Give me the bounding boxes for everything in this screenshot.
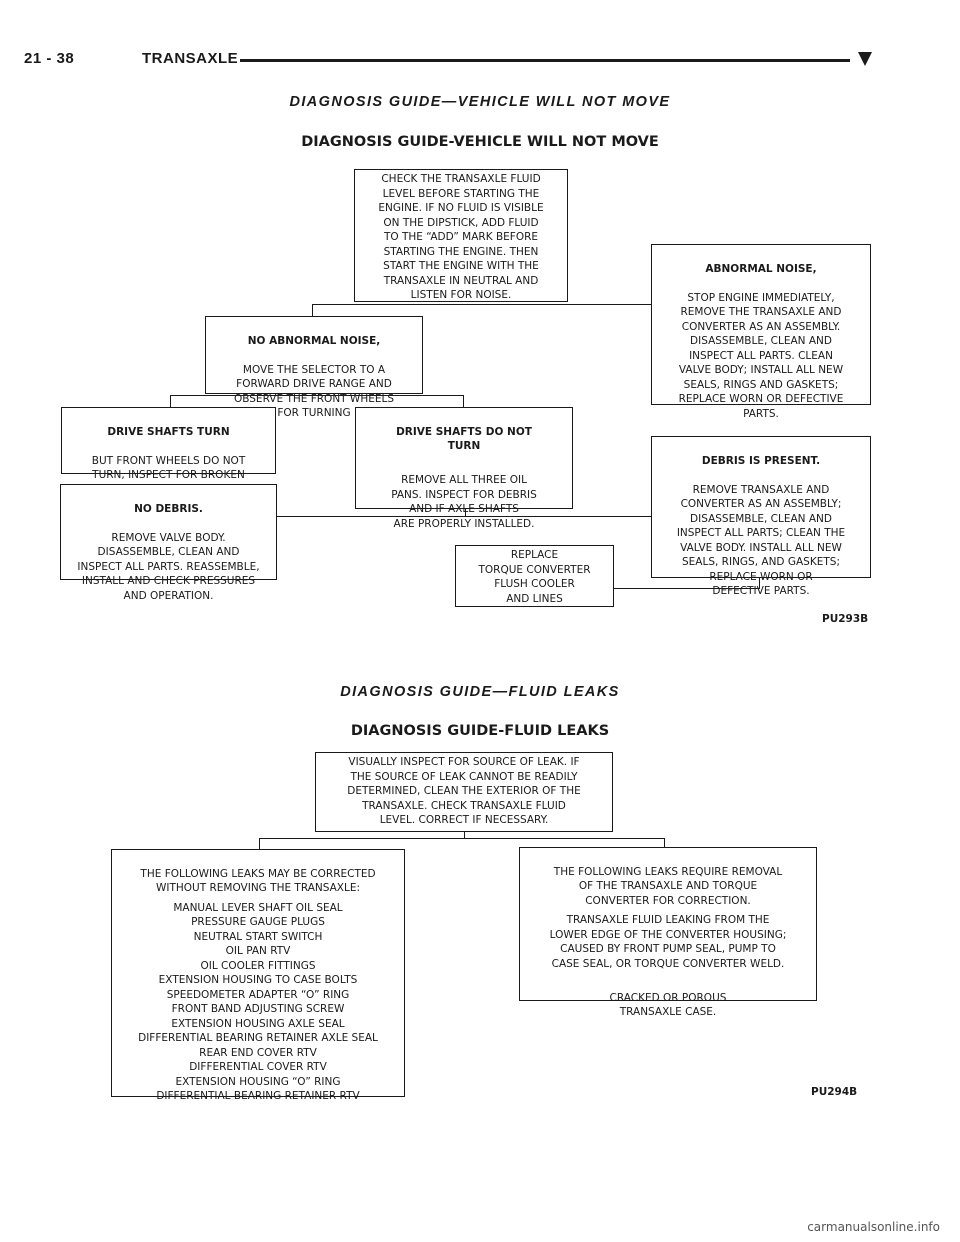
figure2-id: PU294B (811, 1086, 858, 1098)
figure1-id: PU293B (822, 613, 869, 625)
abnormal-noise-box: ABNORMAL NOISE, STOP ENGINE IMMEDIATELY,… (651, 244, 871, 420)
page-number: 21 - 38 (24, 50, 75, 67)
no-debris-text: REMOVE VALVE BODY. DISASSEMBLE, CLEAN AN… (77, 531, 260, 602)
connector (276, 516, 652, 517)
connector (170, 395, 171, 407)
abnormal-noise-heading: ABNORMAL NOISE, (705, 262, 817, 275)
connector (614, 588, 760, 589)
leaks-corrected-list: MANUAL LEVER SHAFT OIL SEAL PRESSURE GAU… (138, 901, 378, 1103)
down-triangle-icon (858, 52, 872, 66)
section-title: TRANSAXLE (142, 50, 239, 67)
figure2-caption: DIAGNOSIS GUIDE—FLUID LEAKS (340, 684, 620, 700)
no-debris-box: NO DEBRIS. REMOVE VALVE BODY. DISASSEMBL… (60, 484, 277, 602)
drive-shafts-not-turn-text: REMOVE ALL THREE OIL PANS. INSPECT FOR D… (391, 474, 537, 530)
visual-inspect-box: VISUALLY INSPECT FOR SOURCE OF LEAK. IF … (315, 752, 613, 832)
connector (312, 304, 313, 316)
debris-present-text: REMOVE TRANSAXLE AND CONVERTER AS AN ASS… (676, 483, 846, 598)
drive-shafts-turn-heading: DRIVE SHAFTS TURN (107, 425, 230, 438)
leaks-removal-intro: THE FOLLOWING LEAKS REQUIRE REMOVAL OF T… (553, 865, 783, 907)
drive-shafts-turn-box: DRIVE SHAFTS TURN BUT FRONT WHEELS DO NO… (61, 407, 276, 496)
connector (464, 831, 465, 838)
leaks-corrected-intro: THE FOLLOWING LEAKS MAY BE CORRECTED WIT… (140, 867, 376, 895)
no-debris-heading: NO DEBRIS. (134, 502, 203, 515)
figure2-title: DIAGNOSIS GUIDE-FLUID LEAKS (350, 723, 610, 739)
header-rule (240, 59, 850, 62)
connector (170, 395, 464, 396)
abnormal-noise-text: STOP ENGINE IMMEDIATELY, REMOVE THE TRAN… (678, 291, 844, 420)
leaks-removal-box: THE FOLLOWING LEAKS REQUIRE REMOVAL OF T… (519, 847, 817, 1018)
debris-present-box: DEBRIS IS PRESENT. REMOVE TRANSAXLE AND … (651, 436, 871, 597)
debris-present-heading: DEBRIS IS PRESENT. (701, 454, 821, 467)
check-fluid-box: CHECK THE TRANSAXLE FLUID LEVEL BEFORE S… (354, 169, 568, 302)
connector (759, 578, 760, 589)
no-abnormal-noise-box: NO ABNORMAL NOISE, MOVE THE SELECTOR TO … (205, 316, 423, 419)
no-abnormal-noise-heading: NO ABNORMAL NOISE, (247, 334, 381, 347)
connector (465, 509, 466, 517)
leaks-removal-case: CRACKED OR POROUS TRANSAXLE CASE. (609, 991, 727, 1019)
connector (664, 838, 665, 847)
drive-shafts-not-turn-box: DRIVE SHAFTS DO NOT TURN REMOVE ALL THRE… (355, 407, 573, 530)
leaks-corrected-box: THE FOLLOWING LEAKS MAY BE CORRECTED WIT… (111, 849, 405, 1102)
figure1-title: DIAGNOSIS GUIDE-VEHICLE WILL NOT MOVE (301, 134, 659, 150)
replace-converter-box: REPLACE TORQUE CONVERTER FLUSH COOLER AN… (455, 545, 614, 607)
leaks-removal-converter-housing: TRANSAXLE FLUID LEAKING FROM THE LOWER E… (549, 914, 787, 970)
no-abnormal-noise-text: MOVE THE SELECTOR TO A FORWARD DRIVE RAN… (233, 363, 394, 420)
watermark: carmanualsonline.info (807, 1220, 940, 1234)
connector (312, 304, 651, 305)
connector (259, 838, 665, 839)
drive-shafts-not-turn-heading: DRIVE SHAFTS DO NOT TURN (396, 425, 532, 453)
connector (463, 395, 464, 407)
figure1-caption: DIAGNOSIS GUIDE—VEHICLE WILL NOT MOVE (289, 94, 671, 110)
connector (259, 838, 260, 849)
